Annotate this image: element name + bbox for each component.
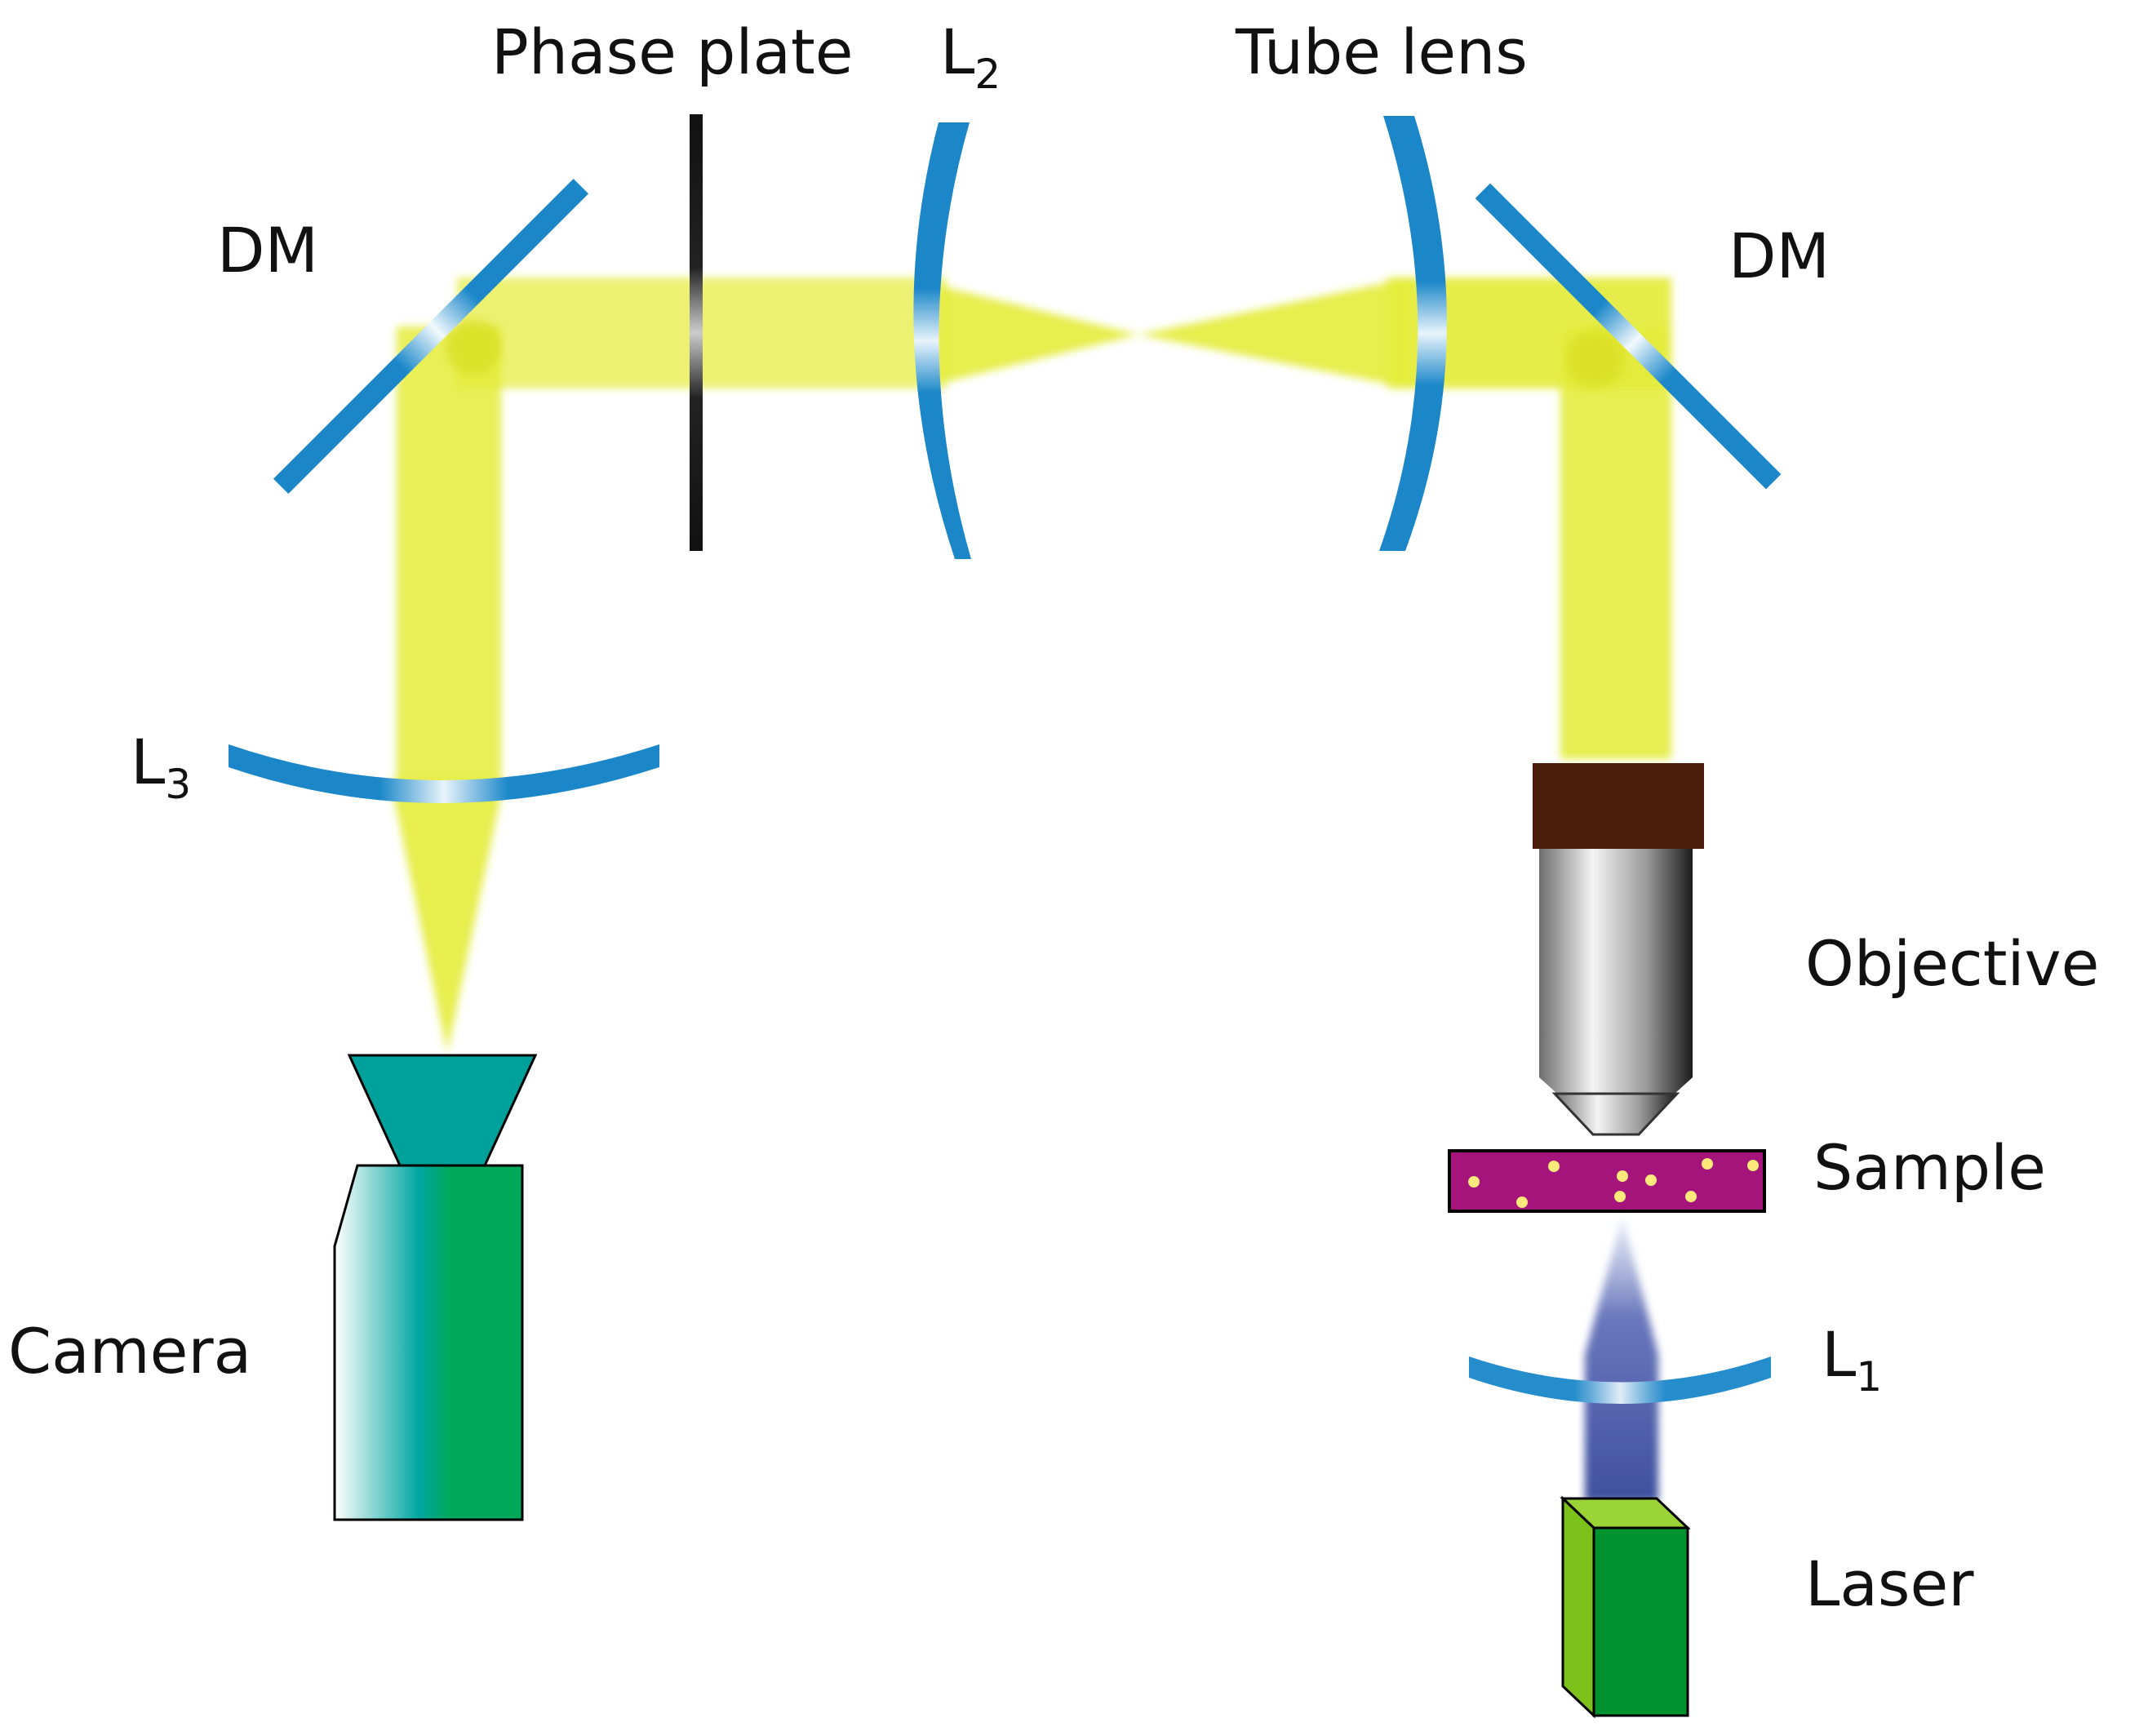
laser-icon [1560,1495,1691,1719]
label-sample: Sample [1813,1131,2046,1204]
objective-tip [1551,1092,1680,1136]
objective-cap [1533,763,1704,849]
emission-beam [390,277,1671,1053]
beam-cone-camera [390,779,504,1053]
camera-icon [333,1054,538,1521]
camera-cone [347,1054,538,1167]
phase-plate [690,114,703,551]
beam-right-vertical [1560,326,1671,759]
sample-particles [1468,1158,1759,1208]
label-l1: L1 [1822,1318,1882,1401]
laser-side [1561,1495,1595,1719]
beam-cone-left [939,286,1138,384]
label-tube-lens: Tube lens [1235,16,1528,88]
objective-icon [1533,763,1704,1136]
label-l1-sub: 1 [1856,1353,1882,1401]
label-dm-right: DM [1729,220,1830,292]
label-dm-left: DM [217,214,318,286]
l1-lens-icon [1469,1356,1771,1404]
label-l3-sub: 3 [165,761,191,808]
label-l2: L2 [940,16,1001,98]
beam-cone-right [1138,277,1412,388]
label-l2-main: L [940,16,974,88]
dm-left-mirror-icon [273,178,589,495]
beam-left-vertical [397,326,501,784]
l3-lens-icon [229,744,659,803]
label-l1-main: L [1822,1318,1856,1391]
tube-lens-icon [1379,116,1447,551]
dm-right-mirror-icon [1475,183,1782,490]
l2-lens-icon [913,122,971,559]
excitation-beam [1585,1216,1658,1502]
label-objective: Objective [1805,927,2099,1000]
label-phase-plate: Phase plate [491,16,854,88]
label-l3-main: L [131,726,165,798]
sample-slide-icon [1448,1149,1766,1213]
objective-body [1539,849,1693,1094]
laser-front [1592,1526,1689,1717]
label-camera: Camera [8,1315,251,1387]
label-l3: L3 [131,726,191,808]
label-laser: Laser [1805,1547,1974,1620]
camera-body [333,1164,524,1521]
label-l2-sub: 2 [974,51,1001,98]
